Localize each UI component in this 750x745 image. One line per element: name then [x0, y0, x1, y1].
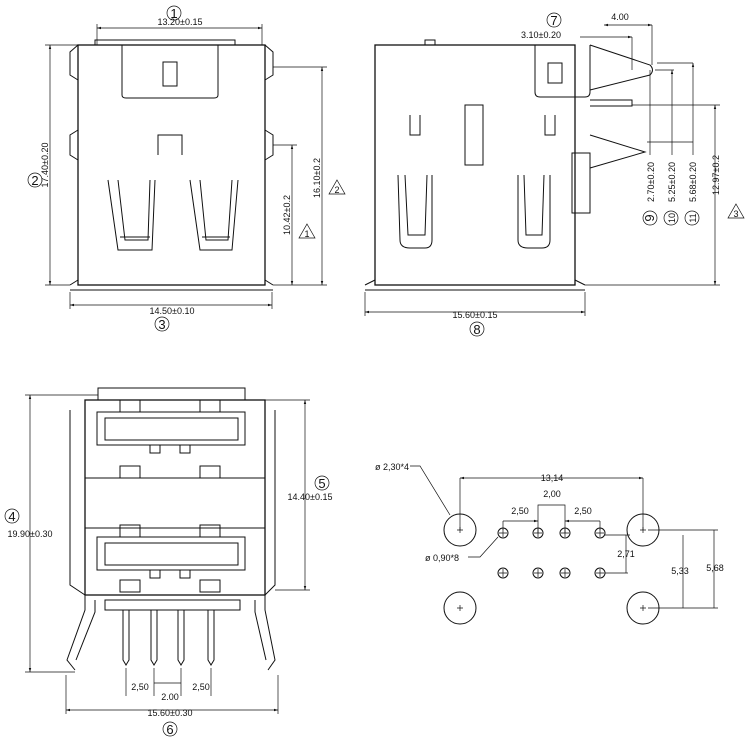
bottom-view: 19.90±0.30 4 14.40±0.15 5 2,50 2.00 2,50… [4, 387, 333, 737]
dim-9: 2.70±0.20 [646, 162, 656, 202]
dim-top-a: 3.10±0.20 [521, 30, 561, 40]
callout-9: 9 [642, 214, 657, 221]
fp-small-hole: ø 0,90*8 [425, 553, 459, 563]
callout-2: 2 [31, 173, 38, 188]
fp-pitch-a: 2,50 [511, 506, 529, 516]
callout-11: 11 [688, 213, 698, 222]
pcb-footprint: 13,14 2,00 2,50 2,50 2,71 5,33 5,68 ø 2,… [375, 462, 724, 625]
callout-3: 3 [158, 317, 165, 332]
callout-4: 4 [8, 509, 15, 524]
dim-bottom-height-left: 19.90±0.30 [8, 529, 53, 539]
dim-10: 5.25±0.20 [667, 162, 677, 202]
fp-span: 13,14 [541, 473, 564, 483]
dim-side-height: 12.97±0.2 [711, 155, 721, 195]
callout-6: 6 [166, 722, 173, 737]
fp-row: 2,71 [617, 549, 635, 559]
fp-pitch-b: 2,50 [574, 506, 592, 516]
fp-large-hole: ø 2,30*4 [375, 462, 409, 472]
dim-pitch-b: 2,50 [192, 682, 210, 692]
fp-mid: 2,00 [543, 489, 561, 499]
dim-pitch-mid: 2.00 [161, 692, 179, 702]
dim-width-top: 13.20±0.15 [158, 17, 203, 27]
callout-5: 5 [318, 476, 325, 491]
triangle-2: 2 [334, 185, 339, 195]
callout-7: 7 [550, 13, 557, 28]
front-body [77, 44, 266, 286]
triangle-3: 3 [733, 209, 738, 219]
dim-side-width: 15.60±0.15 [453, 310, 498, 320]
side-view: 4.00 3.10±0.20 7 2.70±0.20 5.25±0.20 5.6… [364, 12, 745, 337]
dim-width-bottom: 14.50±0.10 [150, 306, 195, 316]
dim-height-left: 17.40±0.20 [40, 143, 50, 188]
callout-1: 1 [170, 6, 177, 21]
fp-v2: 5,68 [706, 563, 724, 573]
dim-pitch-a: 2,50 [131, 682, 149, 692]
dim-top-b: 4.00 [611, 12, 629, 22]
dim-bottom-height-right: 14.40±0.15 [288, 492, 333, 502]
callout-8: 8 [473, 322, 480, 337]
dim-height-right: 16.10±0.2 [312, 158, 322, 198]
dim-bottom-width: 15.60±0.30 [148, 708, 193, 718]
side-body [374, 44, 576, 286]
callout-10: 10 [667, 213, 677, 223]
dim-height-inner: 10.42±0.2 [282, 195, 292, 235]
fp-v1: 5,33 [671, 566, 689, 576]
triangle-1: 1 [304, 229, 309, 239]
dim-11: 5.68±0.20 [688, 162, 698, 202]
front-view: 13.20±0.15 1 17.40±0.20 2 16.10±0.2 2 10… [27, 5, 346, 332]
